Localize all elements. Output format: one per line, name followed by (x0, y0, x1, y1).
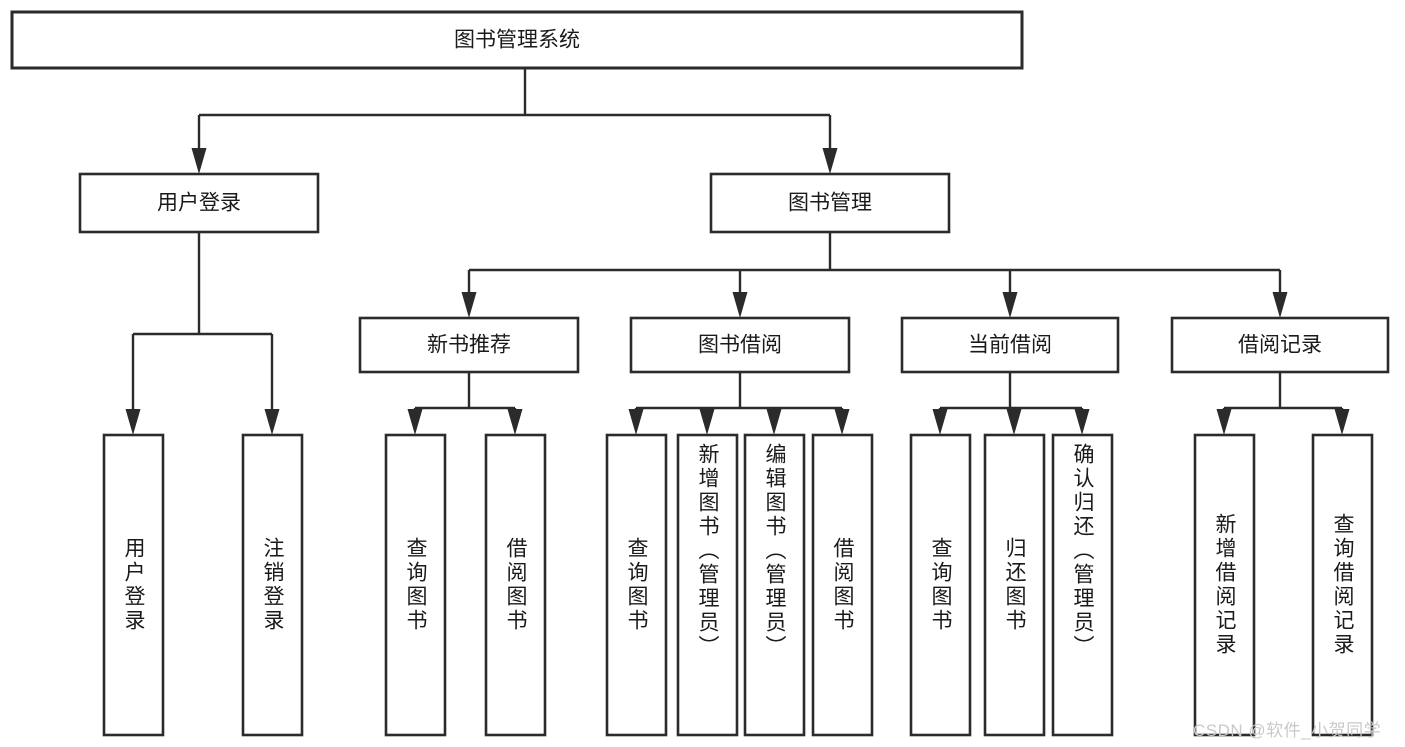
node-box-leaf-query-book-recommend[interactable] (384, 433, 447, 737)
conn-root-arrow-0 (191, 148, 207, 174)
node-box-current-borrow[interactable] (900, 316, 1120, 374)
node-box-leaf-borrow-book[interactable] (811, 433, 874, 737)
conn-book-borrow-arrow-0 (628, 409, 644, 435)
conn-current-borrow-arrow-2 (1074, 409, 1090, 435)
node-label-borrow-record: 借阅记录 (1238, 334, 1322, 357)
conn-book-borrow (628, 372, 850, 435)
node-box-leaf-query-borrow-record[interactable] (1311, 433, 1374, 737)
conn-user-login-arrow-1 (264, 409, 280, 435)
conn-new-book-arrow-0 (407, 409, 423, 435)
conn-current-borrow (932, 372, 1090, 435)
conn-book-borrow-arrow-2 (766, 409, 782, 435)
node-box-leaf-confirm-return-admin[interactable] (1051, 433, 1114, 737)
node-box-book-manage[interactable] (709, 172, 951, 234)
node-box-leaf-logout[interactable] (241, 433, 304, 737)
node-box-root[interactable] (10, 10, 1024, 70)
boxes-layer (10, 10, 1390, 737)
conn-book-borrow-arrow-1 (699, 409, 715, 435)
conn-current-borrow-arrow-1 (1006, 409, 1022, 435)
node-box-leaf-return-book[interactable] (983, 433, 1046, 737)
node-label-root: 图书管理系统 (454, 29, 580, 52)
node-box-leaf-add-borrow-record[interactable] (1193, 433, 1256, 737)
conn-root (191, 68, 838, 174)
conn-book-borrow-arrow-3 (834, 409, 850, 435)
conn-book-manage (461, 232, 1288, 318)
node-box-borrow-record[interactable] (1170, 316, 1390, 374)
node-box-leaf-add-book-admin[interactable] (676, 433, 739, 737)
conn-user-login-arrow-0 (125, 409, 141, 435)
node-box-leaf-user-login[interactable] (102, 433, 165, 737)
conn-borrow-record (1216, 372, 1350, 435)
conn-current-borrow-arrow-0 (932, 409, 948, 435)
node-box-leaf-query-book-current[interactable] (909, 433, 972, 737)
node-box-book-borrow[interactable] (629, 316, 851, 374)
conn-book-manage-arrow-0 (461, 292, 477, 318)
conn-book-manage-arrow-1 (732, 292, 748, 318)
csdn-watermark: CSDN @软件_小贺同学 (1193, 721, 1382, 740)
node-label-current-borrow: 当前借阅 (968, 334, 1052, 357)
conn-new-book (407, 372, 523, 435)
conn-new-book-arrow-1 (507, 409, 523, 435)
node-label-user-login: 用户登录 (157, 192, 241, 215)
node-box-leaf-borrow-book-recommend[interactable] (484, 433, 547, 737)
node-box-new-book-recommend[interactable] (358, 316, 580, 374)
node-label-book-manage: 图书管理 (788, 192, 872, 215)
conn-book-manage-arrow-2 (1002, 292, 1018, 318)
connectors-layer (125, 68, 1350, 435)
node-label-new-book-recommend: 新书推荐 (427, 334, 511, 357)
node-box-leaf-query-book-borrow[interactable] (605, 433, 668, 737)
conn-root-arrow-1 (822, 148, 838, 174)
node-label-book-borrow: 图书借阅 (698, 334, 782, 357)
conn-user-login (125, 232, 280, 435)
conn-borrow-record-arrow-0 (1216, 409, 1232, 435)
node-box-user-login[interactable] (78, 172, 320, 234)
conn-borrow-record-arrow-1 (1334, 409, 1350, 435)
node-box-leaf-edit-book-admin[interactable] (743, 433, 806, 737)
conn-book-manage-arrow-3 (1272, 292, 1288, 318)
